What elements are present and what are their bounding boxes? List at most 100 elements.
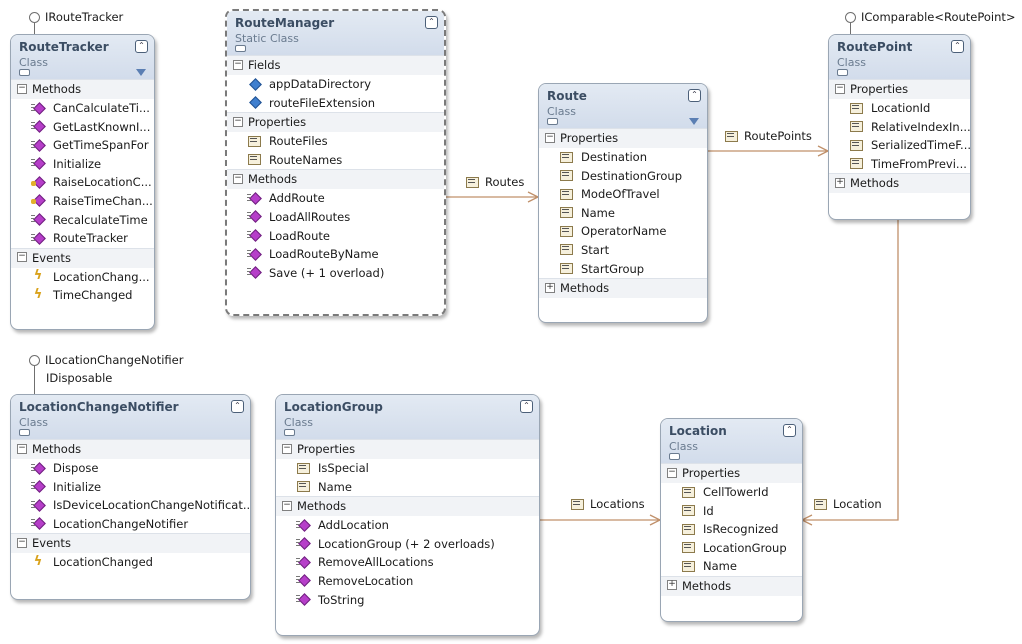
- association-label-locations[interactable]: Locations: [570, 497, 645, 511]
- class-box-routemanager[interactable]: RouteManager Static Class ⌃ −Fields appD…: [225, 9, 446, 316]
- member-method[interactable]: LocationChangeNotifier: [11, 515, 250, 534]
- section-methods[interactable]: −Methods: [11, 439, 250, 459]
- class-header[interactable]: Route Class ⌃: [539, 84, 707, 128]
- member-method[interactable]: Initialize: [11, 155, 154, 174]
- collapse-toggle-icon[interactable]: −: [282, 499, 292, 511]
- filter-icon[interactable]: [136, 69, 146, 76]
- member-property[interactable]: Start: [539, 241, 707, 260]
- collapse-toggle-icon[interactable]: −: [17, 251, 27, 263]
- association-label-routes[interactable]: Routes: [465, 175, 524, 189]
- section-methods[interactable]: +Methods: [661, 575, 802, 596]
- member-property[interactable]: OperatorName: [539, 222, 707, 241]
- member-property[interactable]: Name: [661, 557, 802, 576]
- section-methods[interactable]: −Methods: [227, 169, 444, 190]
- collapse-chevron-icon[interactable]: ⌃: [135, 40, 148, 53]
- class-header[interactable]: RouteManager Static Class ⌃: [227, 11, 444, 55]
- member-property[interactable]: DestinationGroup: [539, 167, 707, 186]
- collapse-chevron-icon[interactable]: ⌃: [688, 89, 701, 102]
- section-events[interactable]: −Events: [11, 247, 154, 268]
- member-method[interactable]: IsDeviceLocationChangeNotificat...: [11, 496, 250, 515]
- member-method[interactable]: RemoveAllLocations: [276, 553, 539, 572]
- collapse-chevron-icon[interactable]: ⌃: [783, 424, 796, 437]
- member-method[interactable]: GetLastKnownI...: [11, 118, 154, 137]
- section-methods[interactable]: −Methods: [11, 79, 154, 99]
- member-method[interactable]: LoadAllRoutes: [227, 208, 444, 227]
- member-property[interactable]: ModeOfTravel: [539, 185, 707, 204]
- member-property[interactable]: StartGroup: [539, 260, 707, 279]
- section-fields[interactable]: −Fields: [227, 55, 444, 75]
- collapse-chevron-icon[interactable]: ⌃: [425, 16, 438, 29]
- member-method[interactable]: CanCalculateTi...: [11, 99, 154, 118]
- collapse-chevron-icon[interactable]: ⌃: [520, 400, 533, 413]
- member-method[interactable]: RaiseTimeChan...: [11, 192, 154, 211]
- member-method[interactable]: LoadRoute: [227, 227, 444, 246]
- section-properties[interactable]: −Properties: [661, 463, 802, 483]
- class-header[interactable]: RoutePoint Class ⌃: [829, 35, 970, 79]
- member-method[interactable]: RaiseLocationC...: [11, 173, 154, 192]
- class-box-location[interactable]: Location Class ⌃ −Properties CellTowerId…: [660, 418, 803, 622]
- section-properties[interactable]: −Properties: [539, 128, 707, 148]
- filter-icon[interactable]: [689, 118, 699, 125]
- class-box-locationgroup[interactable]: LocationGroup Class ⌃ −Properties IsSpec…: [275, 394, 540, 636]
- section-methods[interactable]: +Methods: [829, 173, 970, 194]
- class-box-route[interactable]: Route Class ⌃ −Properties Destination De…: [538, 83, 708, 323]
- collapse-chevron-icon[interactable]: ⌃: [951, 40, 964, 53]
- expand-toggle-icon[interactable]: +: [835, 176, 845, 188]
- section-methods[interactable]: +Methods: [539, 278, 707, 299]
- member-property[interactable]: RelativeIndexIn...: [829, 118, 970, 137]
- member-method[interactable]: Save (+ 1 overload): [227, 264, 444, 283]
- collapse-toggle-icon[interactable]: −: [282, 442, 292, 454]
- collapse-toggle-icon[interactable]: −: [667, 466, 677, 478]
- collapse-chevron-icon[interactable]: ⌃: [231, 400, 244, 413]
- collapse-toggle-icon[interactable]: −: [17, 82, 27, 94]
- member-method[interactable]: RecalculateTime: [11, 211, 154, 230]
- member-property[interactable]: RouteFiles: [227, 132, 444, 151]
- member-method[interactable]: Initialize: [11, 478, 250, 497]
- member-method[interactable]: Dispose: [11, 459, 250, 478]
- member-method[interactable]: RouteTracker: [11, 229, 154, 248]
- class-header[interactable]: LocationChangeNotifier Class ⌃: [11, 395, 250, 439]
- member-property[interactable]: Id: [661, 502, 802, 521]
- member-property[interactable]: IsRecognized: [661, 520, 802, 539]
- section-properties[interactable]: −Properties: [829, 79, 970, 99]
- member-property[interactable]: Destination: [539, 148, 707, 167]
- class-header[interactable]: LocationGroup Class ⌃: [276, 395, 539, 439]
- member-method[interactable]: AddLocation: [276, 516, 539, 535]
- member-property[interactable]: RouteNames: [227, 151, 444, 170]
- member-property[interactable]: CellTowerId: [661, 483, 802, 502]
- class-box-routetracker[interactable]: RouteTracker Class ⌃ −Methods CanCalcula…: [10, 34, 155, 330]
- section-methods[interactable]: −Methods: [276, 496, 539, 517]
- member-property[interactable]: Name: [276, 478, 539, 497]
- member-method[interactable]: ToString: [276, 591, 539, 610]
- member-method[interactable]: LoadRouteByName: [227, 245, 444, 264]
- section-events[interactable]: −Events: [11, 533, 250, 554]
- member-method[interactable]: GetTimeSpanFor: [11, 136, 154, 155]
- class-box-routepoint[interactable]: RoutePoint Class ⌃ −Properties LocationI…: [828, 34, 971, 220]
- association-label-routepoints[interactable]: RoutePoints: [724, 129, 812, 143]
- class-header[interactable]: Location Class ⌃: [661, 419, 802, 463]
- member-method[interactable]: LocationGroup (+ 2 overloads): [276, 535, 539, 554]
- member-property[interactable]: TimeFromPrevi...: [829, 155, 970, 174]
- member-property[interactable]: IsSpecial: [276, 459, 539, 478]
- member-field[interactable]: routeFileExtension: [227, 94, 444, 113]
- member-property[interactable]: LocationGroup: [661, 539, 802, 558]
- class-header[interactable]: RouteTracker Class ⌃: [11, 35, 154, 79]
- member-property[interactable]: LocationId: [829, 99, 970, 118]
- class-box-locationchangenotifier[interactable]: LocationChangeNotifier Class ⌃ −Methods …: [10, 394, 251, 600]
- member-property[interactable]: SerializedTimeF...: [829, 136, 970, 155]
- section-properties[interactable]: −Properties: [227, 112, 444, 133]
- member-field[interactable]: appDataDirectory: [227, 75, 444, 94]
- expand-toggle-icon[interactable]: +: [667, 579, 677, 591]
- collapse-toggle-icon[interactable]: −: [233, 172, 243, 184]
- member-property[interactable]: Name: [539, 204, 707, 223]
- association-label-location[interactable]: Location: [813, 497, 882, 511]
- collapse-toggle-icon[interactable]: −: [17, 442, 27, 454]
- collapse-toggle-icon[interactable]: −: [233, 115, 243, 127]
- collapse-toggle-icon[interactable]: −: [233, 58, 243, 70]
- member-method[interactable]: AddRoute: [227, 189, 444, 208]
- expand-toggle-icon[interactable]: +: [545, 281, 555, 293]
- collapse-toggle-icon[interactable]: −: [545, 131, 555, 143]
